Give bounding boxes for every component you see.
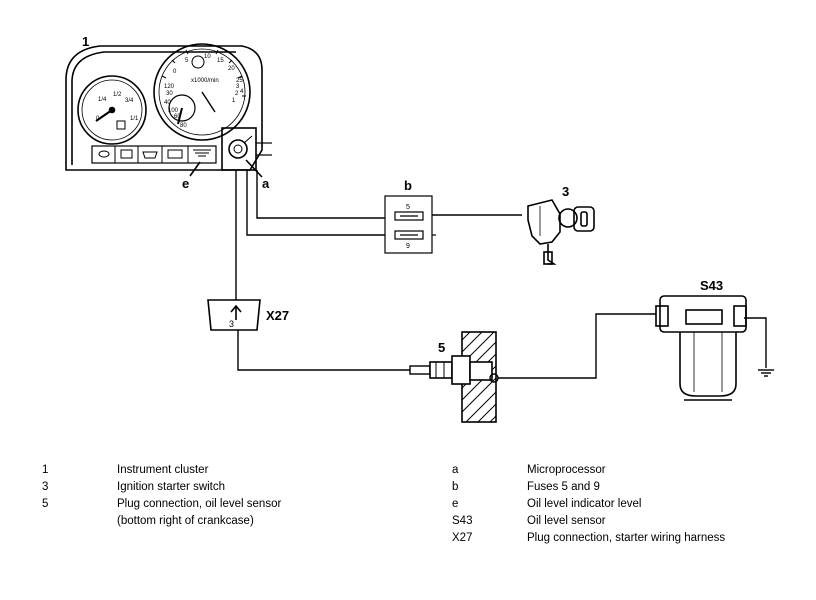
component-labels: 1 a e b 3 X27 5 S43	[82, 34, 723, 355]
right-gauge-tick: 20	[228, 66, 235, 72]
legend-text: Instrument cluster	[117, 464, 209, 476]
legend-text: Fuses 5 and 9	[527, 481, 600, 493]
right-gauge-tick: 15	[217, 58, 224, 64]
legend-key: S43	[452, 515, 473, 527]
left-gauge-tick: 1/2	[113, 92, 122, 98]
legend-row: 1 Instrument cluster	[42, 462, 281, 479]
legend-text: Oil level sensor	[527, 515, 606, 527]
x27-plug	[207, 299, 261, 331]
label-microprocessor: a	[262, 176, 270, 191]
right-gauge-tick: 5	[185, 58, 189, 64]
legend-key: b	[452, 481, 459, 493]
right-gauge-subtitle: x1000/min	[191, 78, 219, 84]
fuse-9-label: 9	[406, 243, 410, 250]
wiring-diagram: 1/4 1/2 3/4 0 1/1 0 5 10 15 20 25 30 40 …	[65, 34, 774, 423]
right-gauge-tick: 25	[236, 78, 243, 84]
right-gauge-tick: 30	[166, 91, 173, 97]
legend-right: a Microprocessor b Fuses 5 and 9 e Oil l…	[452, 462, 725, 547]
legend-row: 3 Ignition starter switch	[42, 479, 281, 496]
legend-key: 5	[42, 498, 49, 510]
right-gauge-tick: 60	[174, 114, 181, 120]
legend-key: e	[452, 498, 459, 510]
legend-row: a Microprocessor	[452, 462, 725, 479]
legend-text: Ignition starter switch	[117, 481, 226, 493]
legend-key	[42, 513, 117, 530]
left-gauge-tick: 0	[96, 116, 100, 122]
legend-row: e Oil level indicator level	[452, 496, 725, 513]
legend-text: Microprocessor	[527, 464, 606, 476]
left-gauge-tick: 3/4	[125, 98, 134, 104]
legend-row: X27 Plug connection, starter wiring harn…	[452, 530, 725, 547]
legend-row: 5 Plug connection, oil level sensor	[42, 496, 281, 513]
legend-row: (bottom right of crankcase)	[42, 513, 281, 530]
legend-row: S43 Oil level sensor	[452, 513, 725, 530]
label-plug-5: 5	[438, 340, 445, 355]
instrument-cluster	[65, 43, 272, 178]
legend-text: Plug connection, oil level sensor	[117, 498, 282, 510]
right-gauge-tick: 4	[240, 89, 244, 95]
right-gauge-tick: 80	[180, 123, 187, 129]
right-gauge-tick: 1	[232, 98, 236, 104]
label-instrument-cluster: 1	[82, 34, 89, 49]
label-x27: X27	[266, 308, 289, 323]
right-gauge-tick: 10	[204, 54, 211, 60]
left-gauge-tick: 1/1	[130, 116, 139, 122]
right-gauge-tick: 0	[173, 69, 177, 75]
right-gauge-tick: 2	[235, 91, 239, 97]
legend-key: 1	[42, 464, 49, 476]
ignition-switch	[527, 199, 595, 265]
legend-row: b Fuses 5 and 9	[452, 479, 725, 496]
left-gauge-tick: 1/4	[98, 97, 107, 103]
right-gauge-tick: 3	[236, 84, 240, 90]
legend-key: X27	[452, 532, 473, 544]
right-gauge-tick: 40	[164, 100, 171, 106]
x27-pin-label: 3	[229, 319, 234, 329]
label-fuses: b	[404, 178, 412, 193]
right-gauge-tick: 120	[164, 84, 175, 90]
legend-text: Plug connection, starter wiring harness	[527, 532, 726, 544]
oil-level-sensor	[655, 295, 747, 401]
legend-left: 1 Instrument cluster 3 Ignition starter …	[42, 462, 281, 530]
legend-text: (bottom right of crankcase)	[117, 515, 254, 527]
label-s43: S43	[700, 278, 723, 293]
fuse-5-label: 5	[406, 204, 410, 211]
label-ignition-switch: 3	[562, 184, 569, 199]
legend-key: a	[452, 464, 459, 476]
wiring	[235, 170, 774, 379]
fuse-box	[384, 195, 436, 254]
legend-text: Oil level indicator level	[527, 498, 642, 510]
crankcase-plug	[409, 331, 499, 423]
right-gauge-tick: 100	[168, 108, 179, 114]
label-indicator-level: e	[182, 176, 189, 191]
legend-key: 3	[42, 481, 49, 493]
cluster-gauge-text: 1/4 1/2 3/4 0 1/1 0 5 10 15 20 25 30 40 …	[96, 54, 244, 129]
